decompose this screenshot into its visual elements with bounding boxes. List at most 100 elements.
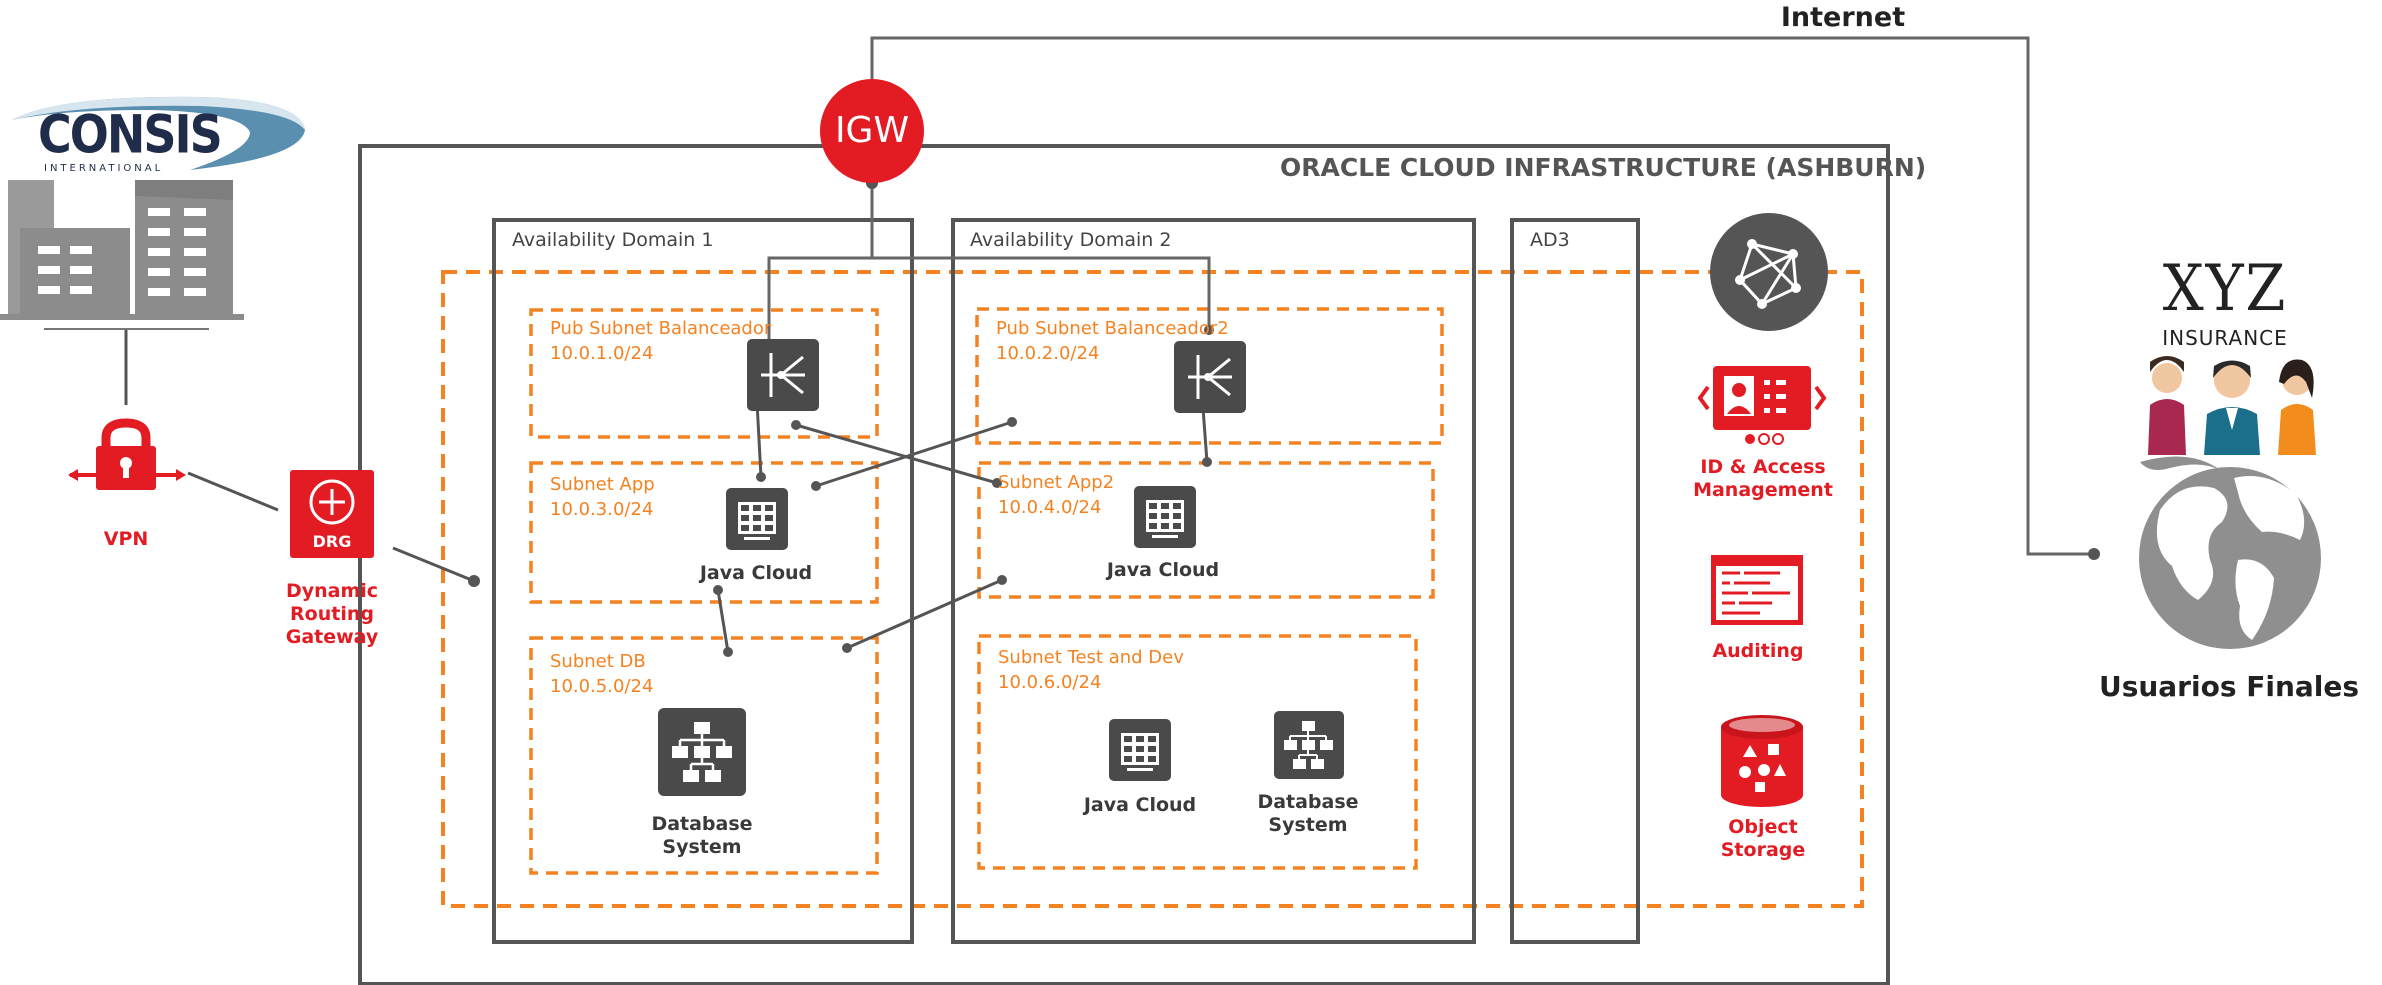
- subnet-name: Subnet DB: [550, 651, 646, 672]
- app2-to-db: [846, 578, 1003, 650]
- internet-line: [870, 36, 2088, 556]
- subnet-label: Pub Subnet Balanceador 10.0.1.0/24: [550, 316, 771, 366]
- consis-logo-text: CONSIS: [38, 102, 223, 166]
- drg-label-line: Routing: [290, 603, 374, 625]
- drg-label-line: Gateway: [285, 626, 379, 648]
- connector-dot: [997, 575, 1007, 585]
- oci-region-title: ORACLE CLOUD INFRASTRUCTURE (ASHBURN): [1280, 153, 1927, 182]
- object-storage-label-line: Storage: [1720, 839, 1806, 861]
- building-icon: [0, 180, 244, 330]
- subnet-app-box: [529, 461, 879, 604]
- people-icon: [2148, 356, 2316, 455]
- database-system-label: Database System: [622, 813, 782, 859]
- iam-icon: [1697, 366, 1827, 445]
- subnet-name: Pub Subnet Balanceador: [550, 318, 772, 339]
- drg-label: Dynamic Routing Gateway: [262, 580, 402, 649]
- vcn-boundary: [441, 270, 1864, 908]
- drg-tile-text: DRG: [312, 532, 352, 551]
- java-cloud-icon: [726, 488, 788, 550]
- java-cloud-label: Java Cloud: [1106, 559, 1220, 581]
- availability-domain-3-box: [1510, 218, 1640, 944]
- app-to-db: [716, 589, 730, 653]
- connector-dot: [811, 481, 821, 491]
- connector-dot: [992, 478, 1002, 488]
- subnet-name: Subnet App: [550, 474, 655, 495]
- iam-label: ID & Access Management: [1670, 456, 1856, 502]
- database-label-line: System: [1268, 814, 1348, 836]
- database-label-line: Database: [1257, 791, 1359, 813]
- subnet-db-box: [529, 636, 879, 875]
- subnet-cidr: 10.0.3.0/24: [550, 499, 654, 520]
- vpn-to-drg: [187, 471, 279, 512]
- internet-label: Internet: [1780, 2, 1906, 33]
- iam-label-line: Management: [1693, 479, 1833, 501]
- subnet-label: Subnet App2 10.0.4.0/24: [998, 470, 1114, 520]
- subnet-name: Pub Subnet Balanceador2: [996, 318, 1229, 339]
- iam-label-line: ID & Access: [1700, 456, 1826, 478]
- vpn-lock-icon: [68, 418, 186, 490]
- connector-dot: [842, 643, 852, 653]
- oci-region-box: [358, 144, 1890, 985]
- subnet-cidr: 10.0.1.0/24: [550, 343, 654, 364]
- drg-icon: [290, 470, 374, 558]
- subnet-name: Subnet Test and Dev: [998, 647, 1184, 668]
- java-cloud-label: Java Cloud: [699, 562, 813, 584]
- network-mesh-icon: [1710, 213, 1828, 331]
- subnet-cidr: 10.0.2.0/24: [996, 343, 1100, 364]
- object-storage-label: Object Storage: [1690, 816, 1836, 862]
- java-cloud-icon: [1109, 719, 1171, 781]
- connector-dot: [1007, 417, 1017, 427]
- globe-icon: [2139, 456, 2321, 649]
- drg-to-vcn: [392, 546, 475, 583]
- availability-domain-1-label: Availability Domain 1: [512, 229, 714, 251]
- subnet-pub-balanceador-box: [529, 308, 879, 439]
- igw-label: IGW: [834, 110, 910, 151]
- subnet-name: Subnet App2: [998, 472, 1115, 493]
- balancer2-to-app2: [1201, 407, 1209, 463]
- database-system-icon: [1274, 711, 1344, 779]
- database-system-label: Database System: [1228, 791, 1388, 837]
- connector-dot: [791, 420, 801, 430]
- vpn-label: VPN: [103, 528, 149, 550]
- database-label-line: Database: [651, 813, 753, 835]
- auditing-label: Auditing: [1712, 640, 1804, 662]
- subnet-test-dev-box: [977, 634, 1418, 870]
- availability-domain-3-label: AD3: [1530, 229, 1570, 251]
- load-balancer-icon: [1174, 341, 1246, 413]
- xyz-logo-text: XYZ: [2162, 252, 2288, 326]
- load-balancer-icon: [747, 339, 819, 411]
- subnet-label: Pub Subnet Balanceador2 10.0.2.0/24: [996, 316, 1229, 366]
- internet-line-end-dot: [2088, 548, 2100, 560]
- java-cloud-label: Java Cloud: [1083, 794, 1197, 816]
- app-to-balancer2: [815, 420, 1013, 488]
- availability-domain-2-label: Availability Domain 2: [970, 229, 1172, 251]
- igw-to-balancer-1: [767, 256, 872, 346]
- database-system-icon: [658, 708, 746, 796]
- object-storage-label-line: Object: [1728, 816, 1798, 838]
- igw-to-balancer-2: [872, 256, 1211, 330]
- balancer1-to-app: [755, 401, 763, 478]
- xyz-logo-subtext: INSURANCE: [2162, 326, 2288, 350]
- connector-dot: [1204, 325, 1214, 335]
- consis-logo: [12, 96, 305, 170]
- consis-logo-subtext: INTERNATIONAL: [44, 163, 164, 174]
- connector-dot: [1202, 457, 1212, 467]
- auditing-icon: [1711, 555, 1803, 625]
- igw-icon: [820, 79, 924, 183]
- subnet-cidr: 10.0.4.0/24: [998, 497, 1102, 518]
- subnet-cidr: 10.0.6.0/24: [998, 672, 1102, 693]
- usuarios-finales-label: Usuarios Finales: [2098, 670, 2360, 703]
- subnet-label: Subnet App 10.0.3.0/24: [550, 472, 655, 522]
- java-cloud-icon: [1134, 486, 1196, 548]
- availability-domain-2-box: [951, 218, 1476, 944]
- subnet-cidr: 10.0.5.0/24: [550, 676, 654, 697]
- subnet-pub-balanceador2-box: [975, 307, 1444, 445]
- connector-dot: [713, 585, 723, 595]
- subnet-label: Subnet DB 10.0.5.0/24: [550, 649, 653, 699]
- drg-label-line: Dynamic: [285, 580, 379, 602]
- connector-dot: [723, 647, 733, 657]
- object-storage-icon: [1721, 715, 1803, 807]
- database-label-line: System: [662, 836, 742, 858]
- balancer1-to-app2: [795, 423, 998, 485]
